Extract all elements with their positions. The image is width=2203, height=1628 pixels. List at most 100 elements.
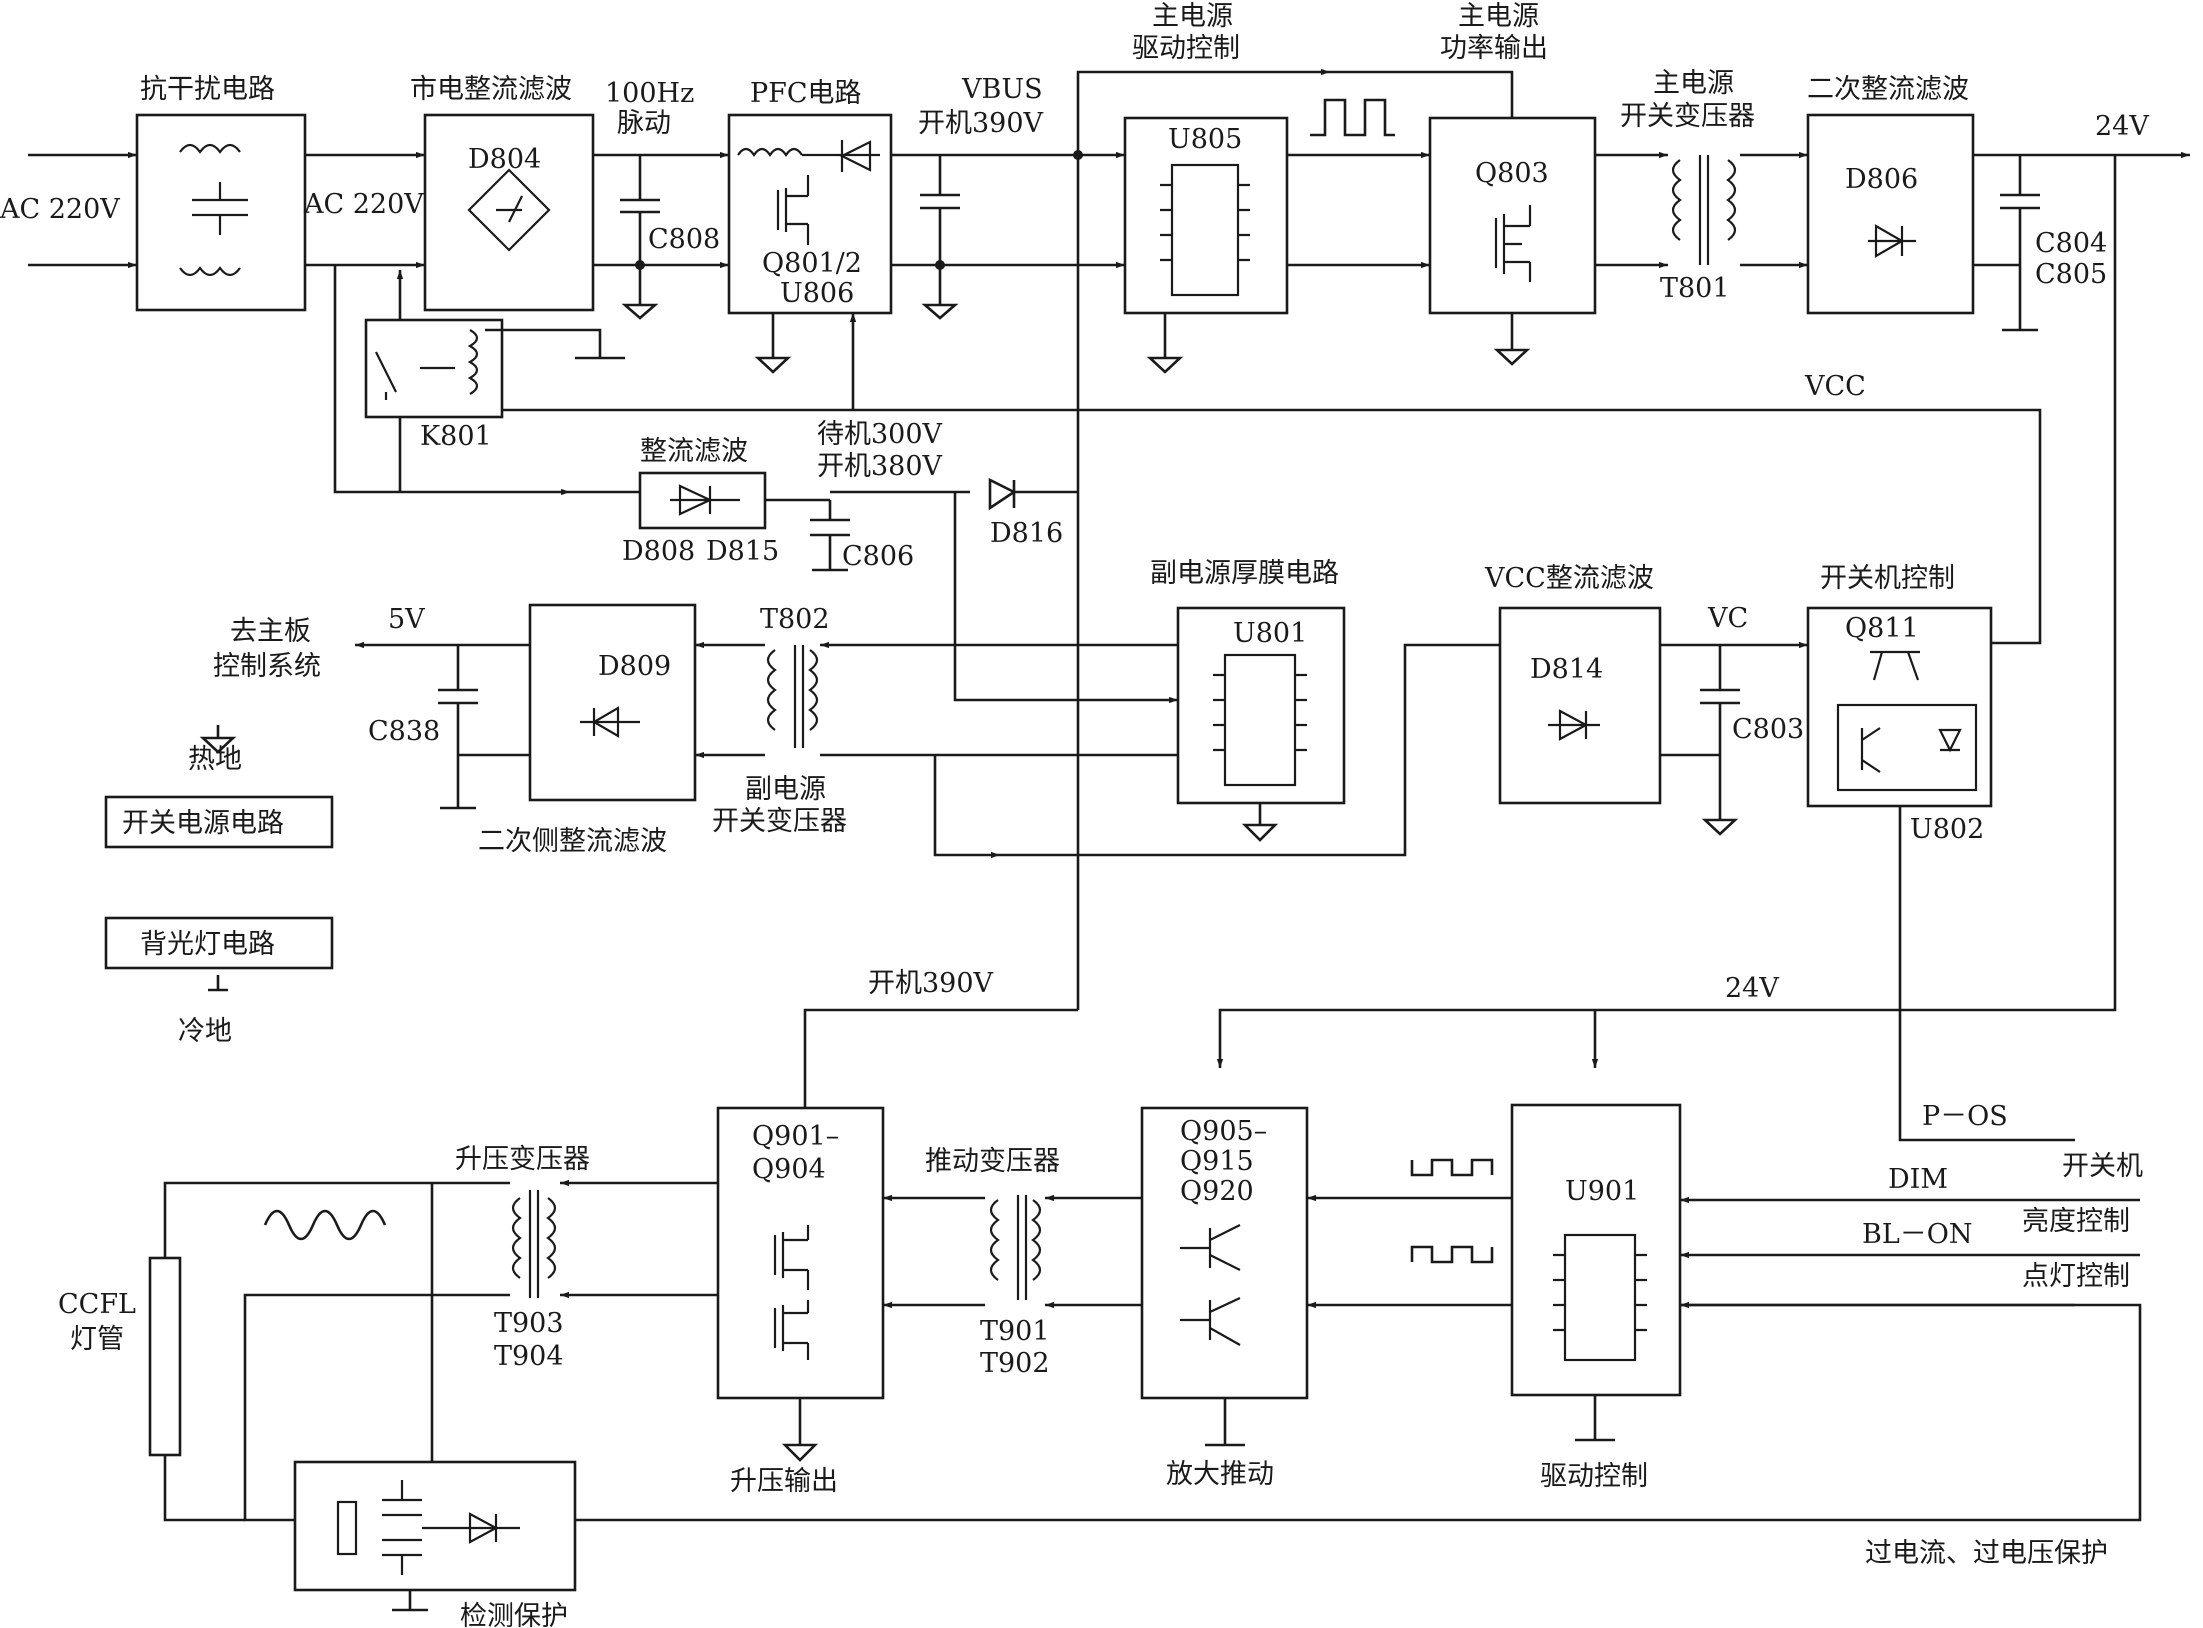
label-ccfl-1: CCFL: [58, 1289, 136, 1320]
relay-k801: [364, 318, 504, 419]
label-ac-in: AC 220V: [0, 194, 120, 225]
label-brightness: 亮度控制: [2022, 1206, 2130, 1237]
label-c808: C808: [648, 224, 720, 255]
label-onoff: 开关机: [2062, 1151, 2143, 1182]
label-q811: Q811: [1845, 613, 1919, 644]
rectifier-filter-d808: [638, 471, 767, 530]
label-u805: U805: [1168, 124, 1242, 155]
label-q803: Q803: [1475, 158, 1549, 189]
label-main-tr-1: 主电源: [1653, 68, 1734, 99]
label-main-drv-1: 主电源: [1152, 1, 1233, 32]
label-vbus-2: 开机390V: [918, 108, 1044, 139]
label-legend-power: 开关电源电路: [122, 808, 284, 839]
label-sub-tr-2: 开关变压器: [712, 806, 847, 837]
label-q801: Q801/2: [762, 248, 862, 279]
label-rf-title: 整流滤波: [640, 436, 748, 467]
main-driver-block: [1123, 116, 1289, 315]
label-ac-mid: AC 220V: [303, 189, 424, 220]
label-vcc: VCC: [1804, 371, 1866, 402]
label-v24b: 24V: [1725, 973, 1779, 1004]
legend-power-box: [104, 795, 334, 849]
label-c838: C838: [368, 716, 440, 747]
label-detect: 检测保护: [460, 1601, 568, 1628]
detect-protection-block: [293, 1460, 577, 1592]
label-amp: 放大推动: [1166, 1459, 1274, 1490]
wiring: [28, 68, 2190, 1612]
sub-transformer-t802: [766, 645, 819, 748]
label-sec2-title: 二次侧整流滤波: [478, 826, 667, 857]
amplifier-block: [1140, 1106, 1309, 1400]
main-power-output-block: [1428, 116, 1597, 315]
label-t904: T904: [494, 1341, 564, 1372]
label-on390: 开机390V: [868, 968, 994, 999]
label-to-main-2: 控制系统: [213, 651, 321, 682]
on-off-control-block: [1806, 606, 1993, 808]
label-t802: T802: [760, 604, 830, 635]
label-d806: D806: [1845, 164, 1918, 195]
label-d816: D816: [990, 518, 1063, 549]
label-main-tr-2: 开关变压器: [1620, 101, 1755, 132]
label-k801: K801: [420, 421, 492, 452]
label-rect-title: 市电整流滤波: [410, 74, 572, 105]
label-c805: C805: [2035, 259, 2107, 290]
label-vc: VC: [1707, 603, 1748, 634]
label-to-main-1: 去主板: [230, 616, 311, 647]
label-c806: C806: [842, 541, 914, 572]
main-transformer-t801: [1671, 155, 1737, 265]
label-hz-1: 100Hz: [605, 78, 694, 109]
label-hz-2: 脉动: [617, 108, 671, 139]
label-vbus-1: VBUS: [961, 74, 1043, 105]
label-v24: 24V: [2095, 111, 2149, 142]
label-u806: U806: [780, 278, 854, 309]
label-pos: P－OS: [1922, 1101, 2008, 1132]
label-sub-title: 副电源厚膜电路: [1150, 558, 1339, 589]
label-legend-bl: 背光灯电路: [140, 929, 275, 960]
label-d814: D814: [1530, 654, 1603, 685]
legend-backlight-box: [104, 916, 334, 970]
driver-ic-u901-block: [1510, 1103, 1682, 1397]
label-t901: T901: [980, 1316, 1050, 1347]
label-q901-1: Q901–: [752, 1121, 839, 1152]
label-standby-1: 待机300V: [817, 419, 943, 450]
label-main-pwr-1: 主电源: [1458, 1, 1539, 32]
label-v5: 5V: [388, 604, 425, 635]
label-d809: D809: [598, 651, 671, 682]
label-light: 点灯控制: [2022, 1261, 2130, 1292]
label-main-drv-2: 驱动控制: [1132, 33, 1240, 64]
label-pfc-title: PFC电路: [750, 78, 862, 109]
label-t902: T902: [980, 1348, 1050, 1379]
label-main-pwr-2: 功率输出: [1440, 33, 1548, 64]
label-vcc-rf: VCC整流滤波: [1484, 563, 1654, 594]
boost-switch-block: [716, 1106, 885, 1400]
label-drive: 驱动控制: [1540, 1461, 1648, 1492]
label-d808: D808: [622, 536, 695, 567]
label-ccfl-2: 灯管: [70, 1324, 124, 1355]
label-u901: U901: [1565, 1176, 1639, 1207]
label-u801: U801: [1233, 618, 1307, 649]
label-q905-3: Q920: [1180, 1176, 1254, 1207]
label-standby-2: 开机380V: [817, 451, 943, 482]
label-emi-title: 抗干扰电路: [140, 74, 275, 105]
label-q905-1: Q905–: [1180, 1116, 1267, 1147]
label-hot-gnd: 热地: [188, 744, 242, 775]
emi-filter-block: [135, 113, 307, 312]
label-t801: T801: [1660, 273, 1730, 304]
label-c804: C804: [2035, 228, 2107, 259]
label-boost-tr: 升压变压器: [455, 1144, 590, 1175]
label-u802: U802: [1910, 814, 1984, 845]
ccfl-lamp: [148, 1256, 182, 1457]
label-onoff-title: 开关机控制: [1820, 563, 1955, 594]
label-q901-2: Q904: [752, 1154, 826, 1185]
secondary-side-rectifier-d809: [528, 603, 697, 802]
label-boost-out: 升压输出: [730, 1466, 838, 1497]
label-push-tr: 推动变压器: [925, 1146, 1060, 1177]
label-sub-tr-1: 副电源: [745, 774, 826, 805]
boost-transformer-t903: [511, 1190, 557, 1298]
label-d815: D815: [706, 536, 779, 567]
label-t903: T903: [494, 1308, 564, 1339]
label-cold-gnd: 冷地: [178, 1016, 232, 1047]
secondary-rectifier-block: [1806, 113, 1975, 315]
label-blon: BL－ON: [1862, 1219, 1973, 1250]
sub-power-ic-block: [1176, 606, 1346, 805]
label-d804: D804: [468, 144, 541, 175]
